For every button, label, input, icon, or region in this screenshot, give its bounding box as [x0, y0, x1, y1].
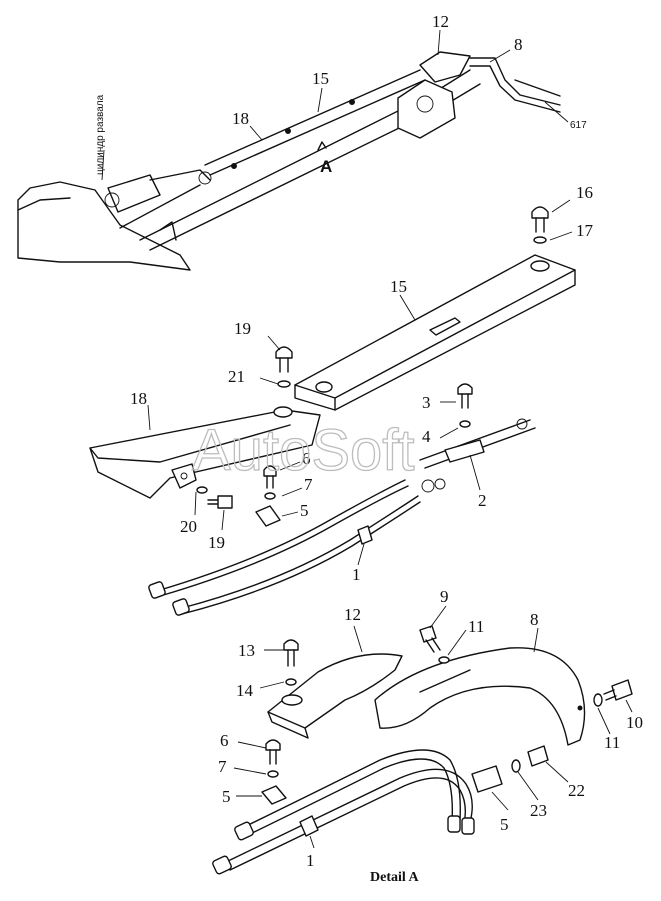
callout-12: 12 — [432, 12, 449, 31]
callout-11-right: 11 — [604, 733, 620, 752]
callout-13: 13 — [238, 641, 255, 660]
callout-7: 7 — [304, 475, 313, 494]
callout-11: 11 — [468, 617, 484, 636]
callout-8: 8 — [514, 35, 523, 54]
callout-6-detail: 6 — [220, 731, 229, 750]
callout-15: 15 — [312, 69, 329, 88]
callout-21: 21 — [228, 367, 245, 386]
callout-10: 10 — [626, 713, 643, 732]
callout-18-lower: 18 — [130, 389, 147, 408]
callout-16: 16 — [576, 183, 593, 202]
callout-23: 23 — [530, 801, 547, 820]
callout-22: 22 — [568, 781, 585, 800]
callout-19-lower: 19 — [208, 533, 225, 552]
page-reference: 617 — [570, 120, 587, 131]
view-mark: A — [320, 157, 332, 176]
callout-8-detail: 8 — [530, 610, 539, 629]
callout-15-lower: 15 — [390, 277, 407, 296]
callout-19: 19 — [234, 319, 251, 338]
callout-4: 4 — [422, 427, 431, 446]
callout-5-detail-left: 5 — [222, 787, 231, 806]
callout-6: 6 — [302, 449, 311, 468]
callout-20: 20 — [180, 517, 197, 536]
callout-2: 2 — [478, 491, 487, 510]
detail-caption: Detail A — [370, 870, 419, 885]
callout-5: 5 — [300, 501, 309, 520]
cylinder-note: цилиндр развала — [95, 94, 106, 175]
callout-1-detail: 1 — [306, 851, 315, 870]
watermark: AutoSoft — [192, 418, 414, 483]
machine-overview — [17, 29, 569, 271]
detail-a-view — [212, 605, 633, 875]
callout-3: 3 — [422, 393, 431, 412]
callout-12-detail: 12 — [344, 605, 361, 624]
callout-18: 18 — [232, 109, 249, 128]
callout-14: 14 — [236, 681, 254, 700]
callout-17: 17 — [576, 221, 594, 240]
callout-1: 1 — [352, 565, 361, 584]
callout-5-detail-right: 5 — [500, 815, 509, 834]
exploded-view — [89, 199, 576, 616]
callout-7-detail: 7 — [218, 757, 227, 776]
callout-9: 9 — [440, 587, 449, 606]
